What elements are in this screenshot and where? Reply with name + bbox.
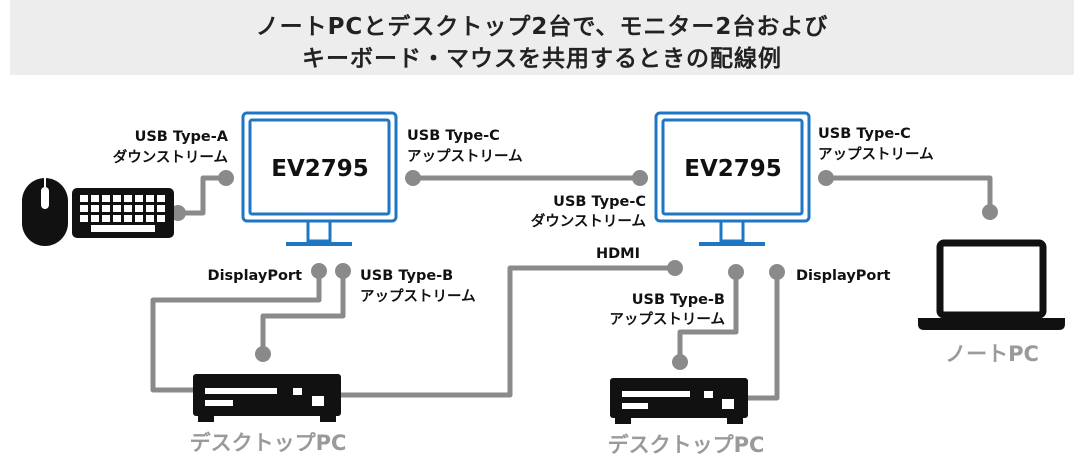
label-left-usb-a-1: USB Type-A bbox=[135, 129, 229, 145]
title-line-1: ノートPCとデスクトップ2台で、モニター2台および bbox=[255, 14, 829, 40]
label-right-usbc-down-2: ダウンストリーム bbox=[531, 212, 646, 230]
cable-hdmi bbox=[340, 265, 675, 398]
label-right-usbc-up-1: USB Type-C bbox=[818, 126, 911, 142]
laptop-icon bbox=[918, 239, 1065, 330]
port-desktop1-usb bbox=[255, 346, 271, 362]
label-right-displayport: DisplayPort bbox=[796, 268, 891, 284]
left-monitor-model: EV2795 bbox=[271, 156, 369, 182]
port-left-usbc-up bbox=[405, 170, 421, 186]
mouse-icon bbox=[22, 178, 68, 246]
title-line-2: キーボード・マウスを共用するときの配線例 bbox=[302, 46, 782, 72]
cable-lines bbox=[150, 175, 993, 401]
cable-keyboard-to-left-monitor bbox=[178, 175, 226, 216]
right-monitor-neck bbox=[719, 219, 745, 243]
cable-right-monitor-to-laptop bbox=[826, 175, 993, 212]
port-left-usb-a bbox=[218, 170, 234, 186]
right-monitor-screen bbox=[661, 118, 804, 216]
title-banner: ノートPCとデスクトップ2台で、モニター2台および キーボード・マウスを共用する… bbox=[10, 0, 1074, 75]
port-right-usbc-up bbox=[818, 170, 834, 186]
cable-right-usbb bbox=[677, 272, 739, 362]
label-desktop2: デスクトップPC bbox=[608, 433, 765, 457]
left-monitor: EV2795 bbox=[241, 111, 398, 246]
left-monitor-neck bbox=[306, 219, 332, 243]
port-laptop bbox=[982, 204, 998, 220]
label-right-usbb-1: USB Type-B bbox=[632, 292, 725, 308]
label-left-usbc-up-2: アップストリーム bbox=[407, 148, 523, 165]
port-right-displayport bbox=[769, 264, 785, 280]
device-labels: デスクトップPC デスクトップPC ノートPC bbox=[190, 342, 1039, 457]
port-right-usbc-down bbox=[632, 170, 648, 186]
cable-left-displayport bbox=[150, 271, 322, 393]
port-desktop2-usb bbox=[672, 354, 688, 370]
label-left-usbb-2: アップストリーム bbox=[360, 288, 476, 305]
keyboard-icon bbox=[72, 188, 174, 238]
cable-right-displayport bbox=[748, 272, 780, 401]
port-labels: USB Type-A ダウンストリーム USB Type-C アップストリーム … bbox=[113, 126, 934, 328]
label-left-usb-a-2: ダウンストリーム bbox=[113, 148, 228, 166]
label-right-usbb-2: アップストリーム bbox=[609, 311, 725, 328]
right-monitor-model: EV2795 bbox=[684, 156, 782, 182]
label-left-usbb-1: USB Type-B bbox=[360, 268, 453, 284]
port-left-displayport bbox=[311, 263, 327, 279]
label-right-usbc-down-1: USB Type-C bbox=[553, 194, 646, 210]
label-right-usbc-up-2: アップストリーム bbox=[818, 146, 934, 163]
port-right-usbb bbox=[728, 264, 744, 280]
port-left-usbb bbox=[335, 263, 351, 279]
label-left-usbc-up-1: USB Type-C bbox=[407, 128, 500, 144]
label-hdmi: HDMI bbox=[596, 246, 640, 262]
label-desktop1: デスクトップPC bbox=[190, 431, 347, 455]
label-laptop: ノートPC bbox=[945, 342, 1039, 366]
cable-left-usbb bbox=[260, 271, 346, 354]
port-hdmi bbox=[667, 260, 683, 276]
desktop2-icon bbox=[610, 378, 748, 424]
right-monitor: EV2795 bbox=[654, 111, 811, 246]
desktop1-icon bbox=[193, 374, 341, 422]
left-monitor-screen bbox=[248, 118, 391, 216]
label-left-displayport: DisplayPort bbox=[208, 268, 303, 284]
